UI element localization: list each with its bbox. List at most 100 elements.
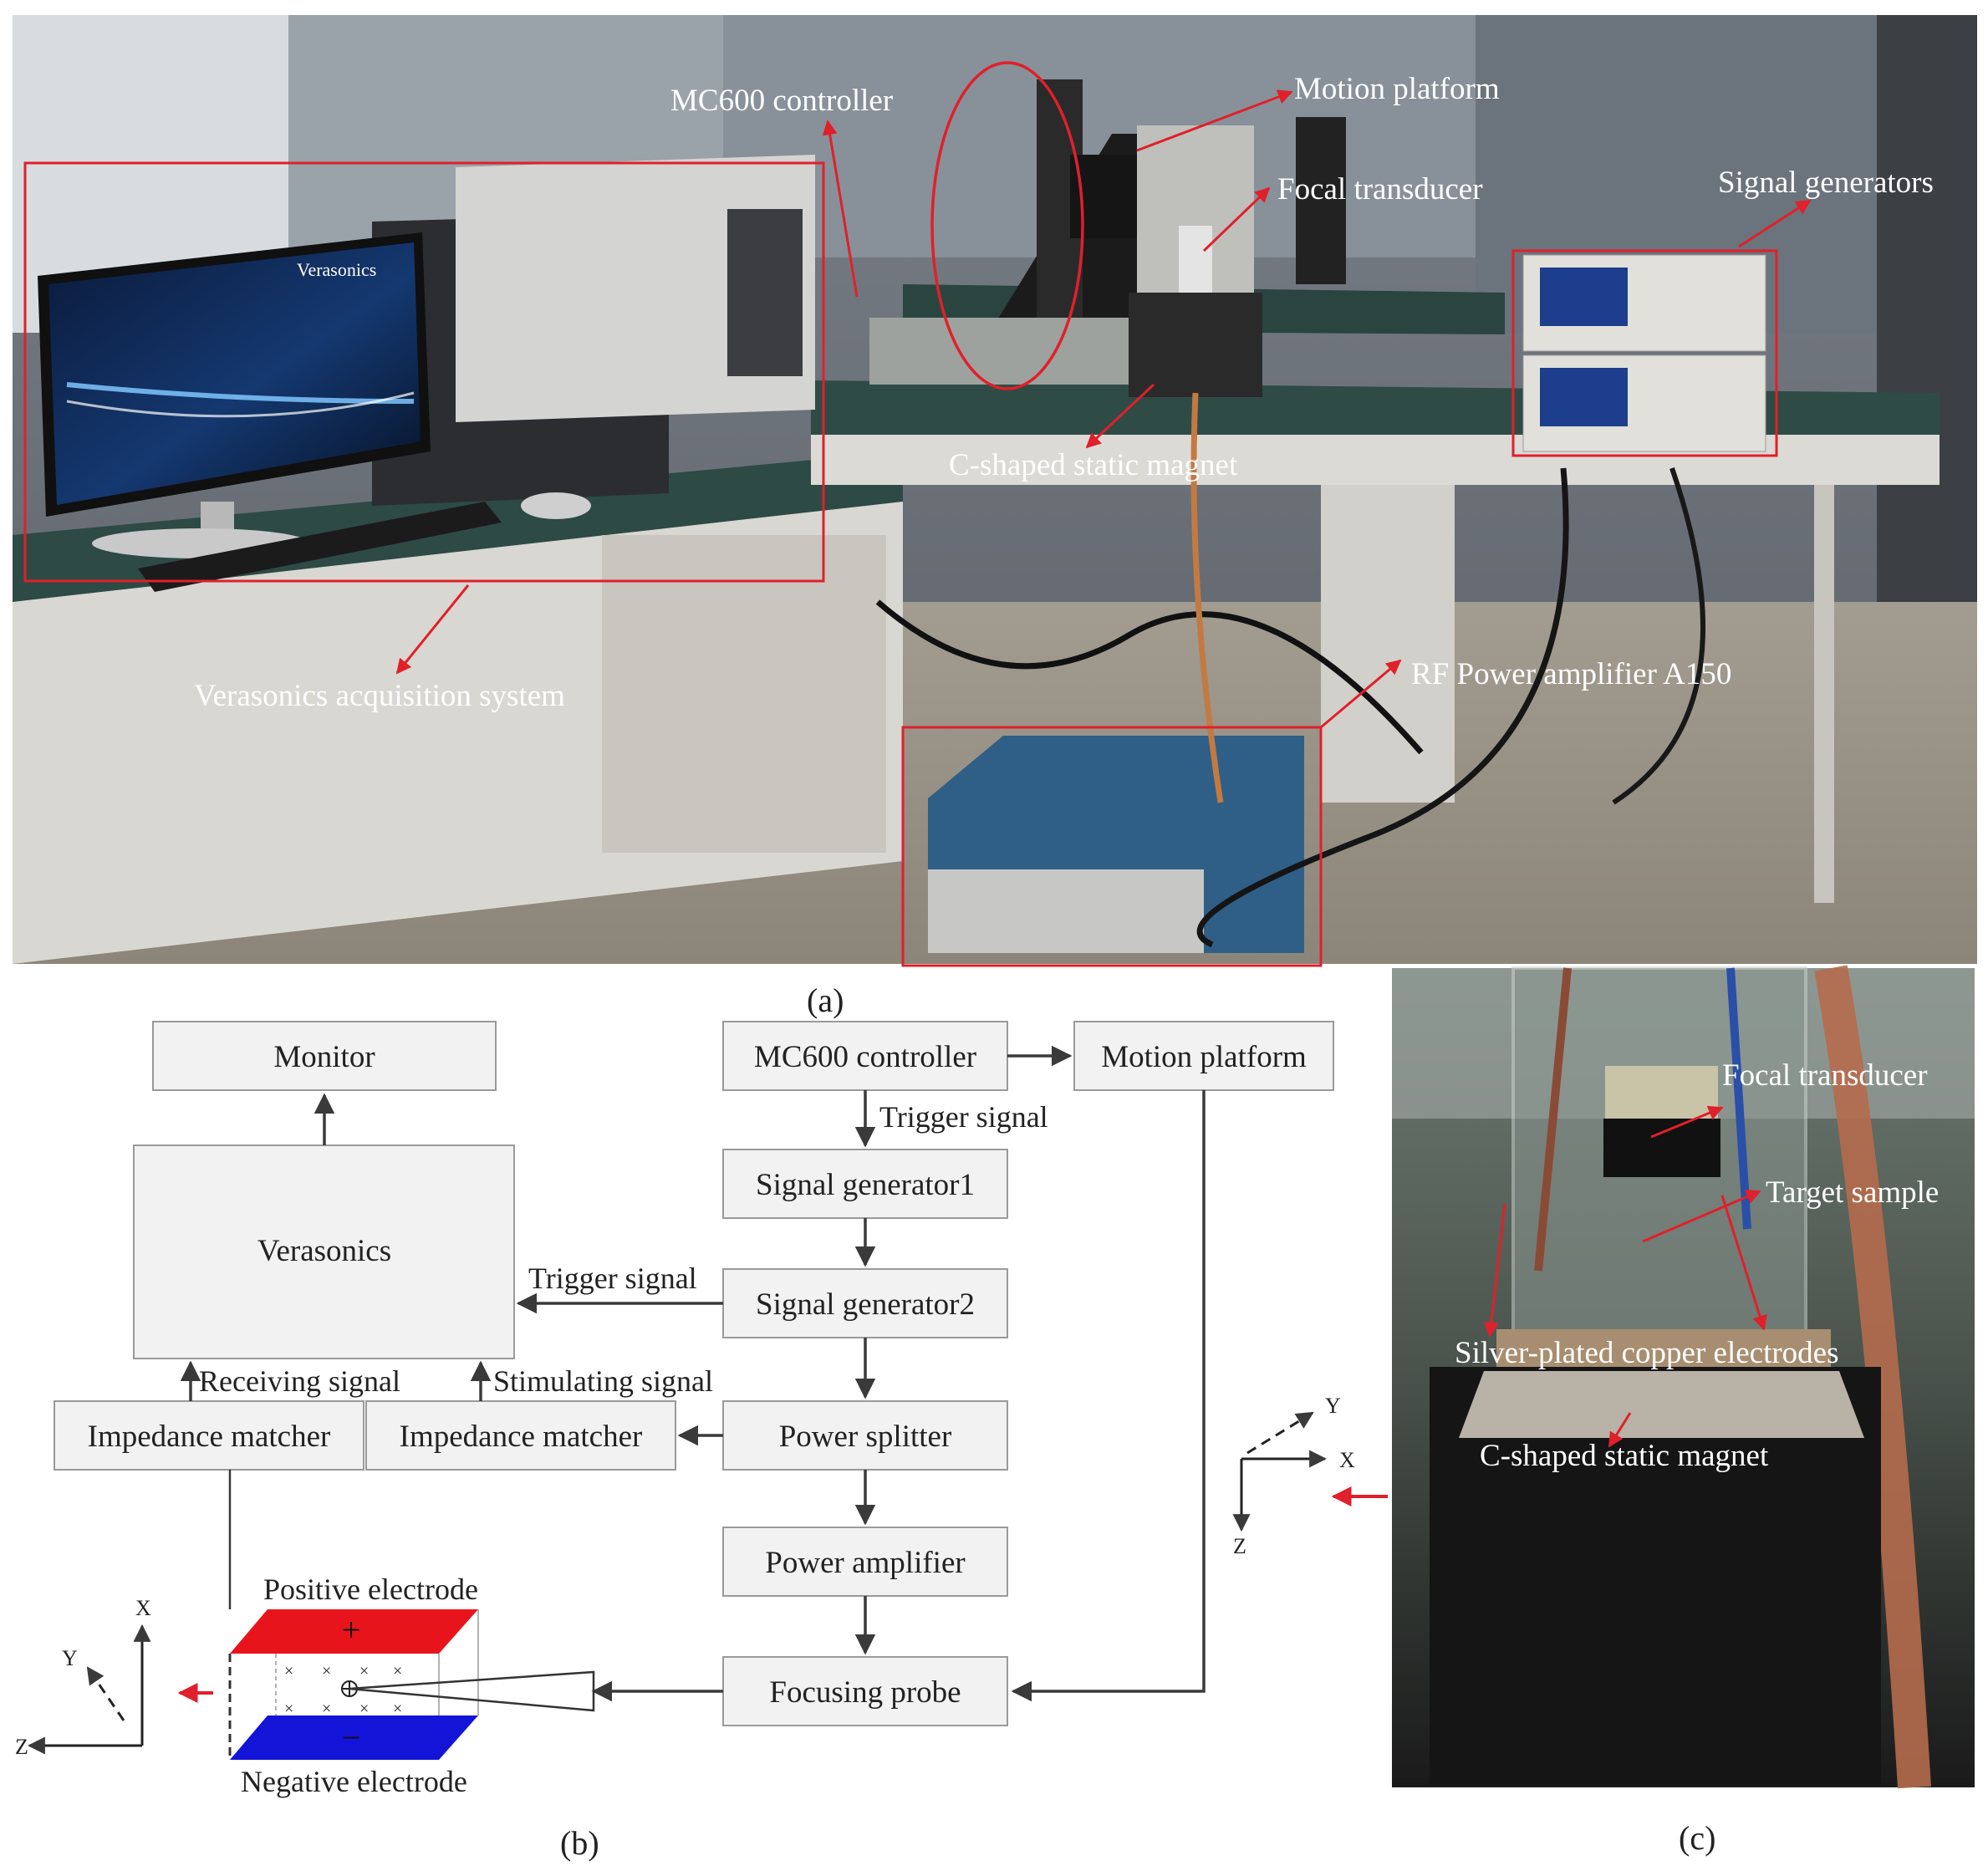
- axes-c: [1232, 1411, 1328, 1532]
- label-receiving-signal: Receiving signal: [199, 1364, 400, 1398]
- screen-swoosh: [66, 382, 415, 404]
- box-signal-generator-1: Signal generator1: [722, 1149, 1008, 1219]
- positive-sign: +: [342, 1611, 361, 1649]
- label-mc600-controller: MC600 controller: [670, 84, 893, 118]
- copper-electrode-plate: [1496, 1329, 1831, 1367]
- box-mc600-label: MC600 controller: [754, 1040, 976, 1074]
- label-negative-electrode: Negative electrode: [241, 1765, 467, 1798]
- label-focal-transducer: Focal transducer: [1277, 172, 1483, 206]
- caption-a: (a): [807, 981, 844, 1019]
- label-trigger-signal-2: Trigger signal: [528, 1262, 697, 1295]
- box-power-splitter: Power splitter: [722, 1400, 1008, 1471]
- right-desk-leg: [1814, 485, 1834, 903]
- arrow-motion-to-probe: [1011, 1090, 1206, 1702]
- svg-text:×: ×: [284, 1700, 293, 1718]
- c-label-electrodes: Silver-plated copper electrodes: [1455, 1336, 1839, 1370]
- label-positive-electrode: Positive electrode: [263, 1573, 478, 1606]
- axis-c-x-label: X: [1339, 1448, 1355, 1472]
- label-signal-generators: Signal generators: [1718, 166, 1934, 200]
- rf-amplifier-pointer: [1320, 659, 1402, 729]
- label-motion-platform: Motion platform: [1294, 72, 1500, 106]
- optical-table: [869, 318, 1137, 385]
- box-focusing-probe: Focusing probe: [722, 1656, 1008, 1726]
- sg2-screen: [1540, 368, 1628, 426]
- caption-b: (b): [560, 1824, 599, 1862]
- box-impedance-matcher-1: Impedance matcher: [54, 1400, 364, 1471]
- copper-braid: [1814, 965, 1931, 1789]
- focal-transducer-body: [1603, 1119, 1720, 1177]
- keyboard: [138, 502, 502, 592]
- c-label-c-shaped-static-magnet: C-shaped static magnet: [1480, 1439, 1769, 1473]
- box-power-amplifier: Power amplifier: [722, 1527, 1008, 1597]
- c-electrode-pointer-right: [1720, 1195, 1767, 1331]
- cable-orange: [1190, 392, 1224, 803]
- box-imp2-label: Impedance matcher: [400, 1420, 643, 1454]
- magnetic-field-marks: ×××× ××××: [284, 1662, 402, 1718]
- label-rf-power-amplifier: RF Power amplifier A150: [1411, 657, 1731, 691]
- box-signal-generator-2: Signal generator2: [722, 1268, 1008, 1338]
- svg-text:×: ×: [393, 1662, 402, 1680]
- electrode-wire-left: [1534, 967, 1572, 1272]
- mc600-pointer: [822, 120, 859, 298]
- box-motion-platform-label: Motion platform: [1101, 1040, 1307, 1074]
- panel-c-photo: Focal transducer Target sample Silver-pl…: [1392, 965, 1975, 1789]
- box-monitor-label: Monitor: [273, 1040, 375, 1074]
- screen-swoosh-2: [66, 391, 415, 418]
- box-monitor: Monitor: [152, 1021, 497, 1091]
- chassis-connector-panel: [727, 209, 803, 376]
- verasonics-pointer: [395, 584, 470, 675]
- rf-amplifier-front: [928, 869, 1204, 953]
- label-stimulating-signal: Stimulating signal: [493, 1364, 713, 1398]
- box-motion-platform: Motion platform: [1073, 1021, 1334, 1091]
- left-desk-drawer: [602, 535, 886, 853]
- diagram-arrows: [180, 1045, 1206, 1702]
- sg1-screen: [1540, 268, 1628, 326]
- c-electrode-pointer-left: [1483, 1203, 1506, 1338]
- negative-electrode-plate: [230, 1715, 478, 1760]
- box-mc600-controller: MC600 controller: [722, 1021, 1008, 1091]
- svg-text:×: ×: [359, 1700, 369, 1718]
- positive-electrode-plate: [230, 1609, 478, 1654]
- svg-text:×: ×: [284, 1662, 293, 1680]
- c-label-target-sample: Target sample: [1766, 1175, 1939, 1210]
- rf-amplifier-highlight-box: [901, 726, 1323, 967]
- panel-a-photo: Verasonics: [13, 15, 1977, 967]
- svg-text:×: ×: [359, 1662, 369, 1680]
- box-imp1-label: Impedance matcher: [88, 1420, 331, 1454]
- electrode-wire-right: [1726, 967, 1751, 1230]
- screen-brand-text: Verasonics: [297, 259, 376, 280]
- axis-b-x-label: X: [135, 1596, 151, 1620]
- c-target-sample-pointer: [1642, 1190, 1761, 1243]
- cable-3: [1612, 467, 1706, 805]
- box-amplifier-label: Power amplifier: [765, 1546, 965, 1580]
- acquisition-chassis: [456, 155, 815, 422]
- box-verasonics: Verasonics: [133, 1144, 515, 1359]
- svg-text:×: ×: [393, 1700, 402, 1718]
- right-desk-cabinet: [1321, 485, 1455, 803]
- c-magnet-top: [1459, 1371, 1864, 1438]
- focal-transducer-pointer: [1202, 186, 1271, 252]
- caption-c: (c): [1679, 1819, 1715, 1857]
- mouse: [521, 492, 591, 519]
- back-monitor: [1296, 117, 1346, 284]
- label-trigger-signal-1: Trigger signal: [879, 1100, 1048, 1134]
- svg-text:×: ×: [322, 1662, 331, 1680]
- axis-c-y: [1246, 1411, 1314, 1455]
- motion-platform-pointer: [1136, 89, 1293, 152]
- cable-2: [1196, 467, 1569, 948]
- wall-pillar: [1877, 15, 1977, 650]
- c-magnet-pointer: [1085, 383, 1155, 449]
- box-probe-label: Focusing probe: [769, 1675, 961, 1710]
- cable-1: [875, 599, 1424, 755]
- axis-b-z-label: Z: [15, 1735, 28, 1759]
- signal-generators-highlight-box: [1511, 249, 1778, 457]
- monitor-screen: [48, 242, 421, 505]
- box-sg2-label: Signal generator2: [756, 1287, 975, 1322]
- axis-b-y: [86, 1666, 125, 1721]
- axis-c-y-label: Y: [1325, 1394, 1341, 1418]
- box-impedance-matcher-2: Impedance matcher: [365, 1400, 676, 1471]
- c-label-focal-transducer: Focal transducer: [1722, 1058, 1928, 1093]
- motion-platform-ellipse: [930, 61, 1084, 390]
- box-splitter-label: Power splitter: [779, 1420, 952, 1454]
